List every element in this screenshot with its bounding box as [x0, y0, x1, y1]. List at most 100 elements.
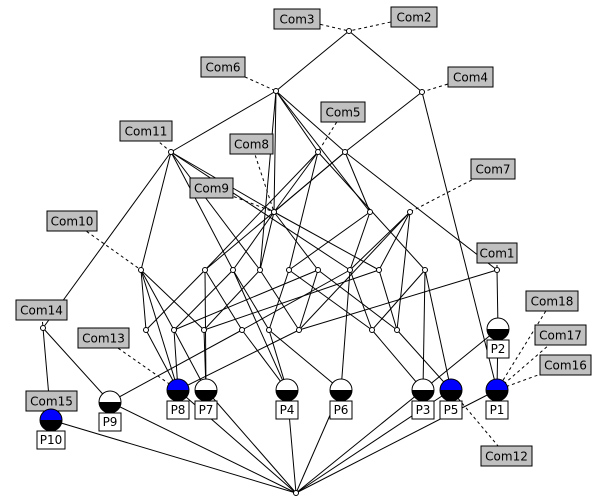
concept-label-text: Com15 [30, 395, 73, 409]
concept-node [419, 89, 425, 95]
concept-node [40, 325, 46, 331]
concept-label-box [525, 290, 579, 312]
concept-node [202, 267, 208, 273]
object-node-p8: P8 [166, 378, 190, 420]
object-node-p5: P5 [439, 378, 463, 420]
concept-node [394, 327, 400, 333]
lattice-edge [378, 211, 411, 271]
lattice-edge [422, 269, 426, 391]
concept-label-com10: Com10 [46, 210, 98, 232]
concept-labels-group: Com1Com2Com3Com4Com5Com6Com7Com8Com9Com1… [15, 6, 592, 467]
object-label-box [275, 400, 299, 420]
lattice-edge [173, 269, 234, 331]
concept-node [376, 267, 382, 273]
lattice-edge [288, 151, 319, 271]
lattice-edge [268, 269, 290, 331]
concept-node [407, 209, 413, 215]
concept-label-box [229, 133, 274, 155]
object-label-text: P10 [40, 433, 63, 447]
object-label-box [486, 339, 510, 359]
concept-label-box [189, 177, 234, 199]
concept-label-box [200, 56, 246, 78]
concept-label-box [320, 101, 366, 123]
concept-label-com7: Com7 [470, 158, 516, 180]
object-half-fill [99, 402, 121, 413]
concept-label-box [480, 445, 533, 467]
label-connector [222, 66, 277, 92]
concept-label-com15: Com15 [25, 390, 78, 412]
lattice-edge [109, 401, 297, 494]
lattice-edge [396, 211, 411, 331]
concept-label-com2: Com2 [390, 6, 438, 28]
lattice-edge [349, 211, 411, 271]
lattice-edge [145, 269, 206, 331]
concept-label-text: Com3 [279, 13, 314, 27]
concept-node [230, 267, 236, 273]
lattice-edge [340, 269, 351, 391]
object-label-box [329, 400, 353, 420]
lattice-edge [349, 269, 373, 331]
lattice-edge [288, 269, 373, 331]
object-label-text: P4 [280, 403, 295, 417]
object-label-box [36, 430, 66, 450]
object-label-text: P9 [103, 415, 118, 429]
object-node-p6: P6 [329, 378, 353, 420]
object-half-fill [412, 390, 434, 401]
concept-label-text: Com12 [485, 450, 528, 464]
concept-node [201, 327, 207, 333]
object-label-box [411, 400, 435, 420]
lattice-edge [378, 269, 398, 331]
lattice-edge [275, 90, 346, 153]
concept-label-com14: Com14 [15, 299, 68, 321]
concept-node [239, 327, 245, 333]
concept-node [293, 490, 299, 496]
concept-node [286, 267, 292, 273]
concept-label-box [447, 66, 494, 88]
lattice-edge [232, 211, 275, 271]
label-connector [450, 389, 507, 457]
lattice-edge [298, 211, 411, 331]
concept-node [342, 149, 348, 155]
concept-label-box [390, 6, 438, 28]
concept-node [257, 267, 263, 273]
concept-label-text: Com8 [234, 138, 269, 152]
object-half-fill [195, 390, 217, 401]
concept-label-com6: Com6 [200, 56, 246, 78]
concept-label-text: Com5 [325, 106, 360, 120]
object-node-p9: P9 [98, 390, 122, 432]
concept-label-com5: Com5 [320, 101, 366, 123]
concept-label-box [77, 327, 130, 349]
object-node-p3: P3 [411, 378, 435, 420]
concept-node [296, 327, 302, 333]
lattice-edge [140, 269, 179, 391]
lattice-edge [170, 90, 277, 153]
lattice-edge [273, 90, 277, 213]
lattice-edge [422, 328, 499, 391]
lattice-edge [170, 151, 261, 271]
concept-label-box [15, 299, 68, 321]
lattice-edge [42, 327, 111, 403]
lattice-edge [344, 151, 371, 213]
lattice-edge [273, 211, 380, 271]
lattice-edge [349, 211, 371, 271]
concept-label-com18: Com18 [525, 290, 579, 312]
label-connector [348, 16, 415, 32]
lattice-edge [232, 269, 270, 331]
concept-node [494, 267, 500, 273]
concept-label-text: Com9 [194, 182, 229, 196]
concept-node [143, 327, 149, 333]
concept-node [315, 149, 321, 155]
lattice-edge [140, 269, 147, 331]
label-connector [211, 187, 275, 213]
lattice-edge [109, 329, 243, 403]
concept-label-com8: Com8 [229, 133, 274, 155]
concept-label-text: Com4 [453, 71, 488, 85]
object-node-p10: P10 [36, 408, 66, 450]
lattice-edge [275, 30, 350, 92]
concept-node [271, 209, 277, 215]
lattice-edge [344, 91, 423, 153]
object-half-fill [487, 329, 509, 340]
object-half-fill [167, 390, 189, 401]
